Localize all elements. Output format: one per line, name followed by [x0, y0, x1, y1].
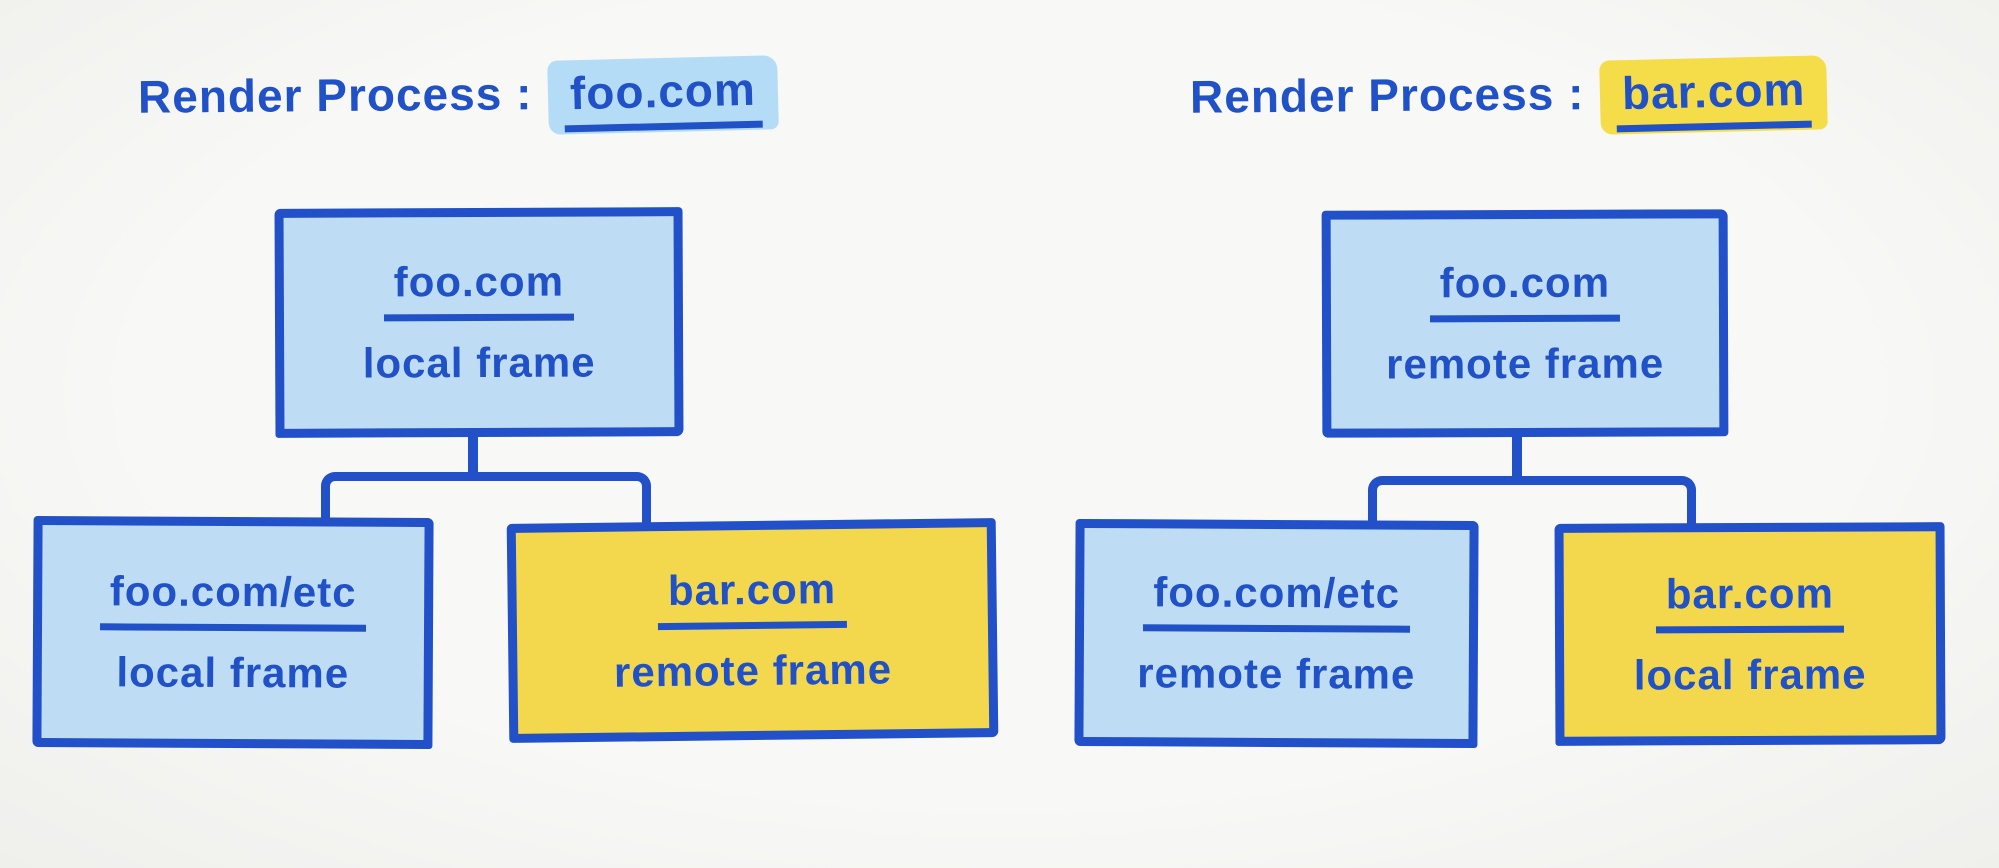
root-node-foo-local: foo.com local frame	[274, 207, 684, 438]
connector-branches	[1368, 476, 1696, 528]
root-node-foo-remote: foo.com remote frame	[1321, 209, 1729, 438]
render-process-title-foo: Render Process : foo.com	[137, 55, 780, 135]
connector-stem	[1512, 433, 1522, 483]
title-site-highlight-bar: bar.com	[1599, 55, 1829, 135]
child-node-bar-remote: bar.com remote frame	[506, 518, 999, 743]
node-site-label: foo.com/etc	[99, 567, 367, 632]
node-site-label: foo.com	[383, 257, 575, 322]
node-site-label: foo.com	[1429, 258, 1621, 323]
child-node-fooetc-local: foo.com/etc local frame	[32, 515, 434, 750]
node-site-label: foo.com/etc	[1143, 568, 1411, 633]
node-site-label: bar.com	[657, 564, 847, 631]
title-prefix: Render Process :	[1189, 67, 1585, 123]
title-site-label: bar.com	[1615, 61, 1813, 133]
title-site-highlight-foo: foo.com	[547, 55, 780, 135]
child-node-bar-local: bar.com local frame	[1554, 522, 1946, 746]
render-process-title-bar: Render Process : bar.com	[1189, 55, 1829, 135]
node-frame-label: local frame	[1633, 649, 1867, 699]
node-frame-label: remote frame	[613, 645, 893, 696]
node-frame-label: local frame	[362, 338, 596, 387]
child-node-fooetc-remote: foo.com/etc remote frame	[1074, 518, 1479, 749]
connector-stem	[468, 433, 478, 479]
connector-branches	[321, 472, 651, 524]
title-site-label: foo.com	[563, 61, 764, 133]
node-site-label: bar.com	[1655, 569, 1845, 633]
title-prefix: Render Process :	[137, 67, 533, 123]
node-frame-label: remote frame	[1137, 649, 1416, 698]
node-frame-label: remote frame	[1385, 339, 1665, 388]
node-frame-label: local frame	[116, 648, 350, 697]
